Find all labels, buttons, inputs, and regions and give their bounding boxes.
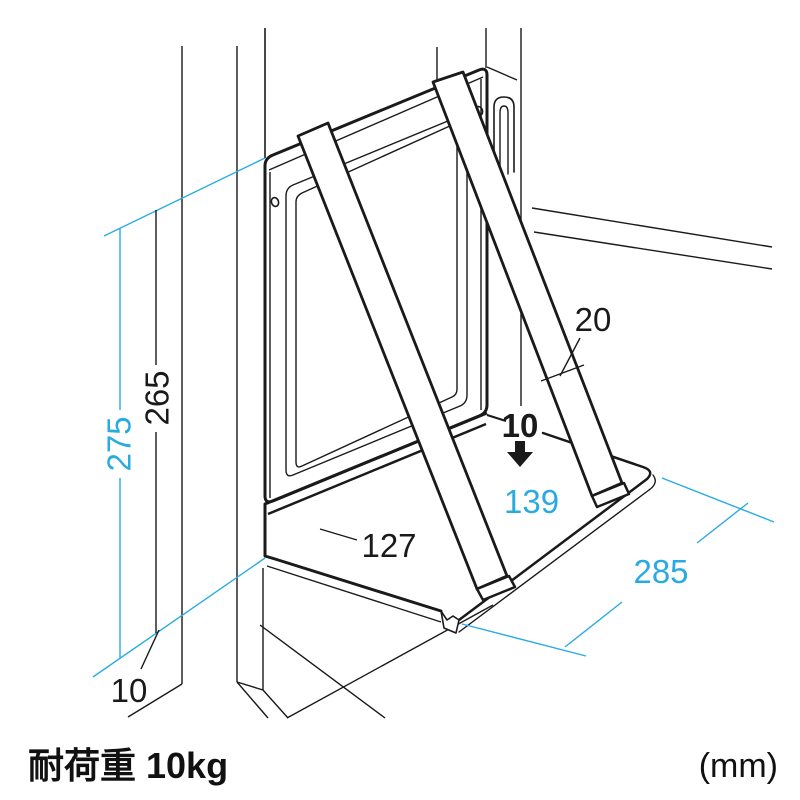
- dim-10-drop-label: 10: [502, 407, 539, 444]
- dimension-annotations: [119, 210, 775, 670]
- hook-outer: [493, 96, 515, 173]
- floor-line-2: [236, 681, 269, 719]
- dim-20-label: 20: [575, 301, 612, 338]
- floor-line-5: [286, 604, 494, 719]
- screw-hole-left: [270, 196, 280, 208]
- dim-285-line-b: [696, 502, 749, 544]
- units-label: (mm): [699, 747, 778, 785]
- tick-20: [540, 364, 585, 382]
- floor-line-1: [127, 683, 183, 718]
- shelf-back-right-edge: [457, 431, 652, 622]
- right-brace-foot: [590, 481, 631, 509]
- dim-285-line-a: [564, 601, 623, 648]
- shelf-front-edge: [263, 502, 443, 613]
- rail-top-line: [531, 207, 773, 248]
- leader-10-bottom: [140, 629, 160, 670]
- footer: 耐荷重 10kg (mm): [28, 745, 778, 786]
- dim-127-label: 127: [361, 527, 416, 564]
- shelf-right-thickness: [458, 474, 656, 633]
- extension-line-top: [103, 157, 266, 237]
- extension-285-right: [661, 477, 775, 523]
- dim-285-label: 285: [633, 553, 688, 590]
- extension-line-bottom: [92, 557, 266, 678]
- load-capacity-label: 耐荷重 10kg: [28, 745, 228, 786]
- down-arrow-icon: [507, 441, 533, 467]
- dim-10-gap-label: 10: [111, 672, 148, 709]
- shelf-back-edge-stub: [486, 414, 507, 422]
- support-braces: [296, 70, 631, 602]
- plate-return-flange: [486, 66, 518, 81]
- pole-base-edge: [236, 681, 264, 691]
- dim-275-label: 275: [101, 416, 138, 471]
- wall-and-pole-lines: [127, 28, 773, 719]
- shelf-front-thickness: [266, 565, 442, 623]
- floor-line-4: [259, 624, 386, 719]
- left-brace-foot: [475, 574, 517, 602]
- shelf-hem-notch: [440, 610, 460, 634]
- dim-139-label: 139: [504, 483, 559, 520]
- rail-bottom-line: [533, 231, 773, 270]
- floor-line-3: [262, 689, 289, 719]
- hook-inner: [499, 105, 509, 175]
- leader-127: [319, 528, 358, 541]
- dimension-labels: 275 265 20 10 139 127 285 10: [101, 301, 689, 709]
- dim-265-label: 265: [139, 370, 176, 425]
- extension-285-front: [461, 623, 587, 657]
- leader-20: [559, 337, 581, 377]
